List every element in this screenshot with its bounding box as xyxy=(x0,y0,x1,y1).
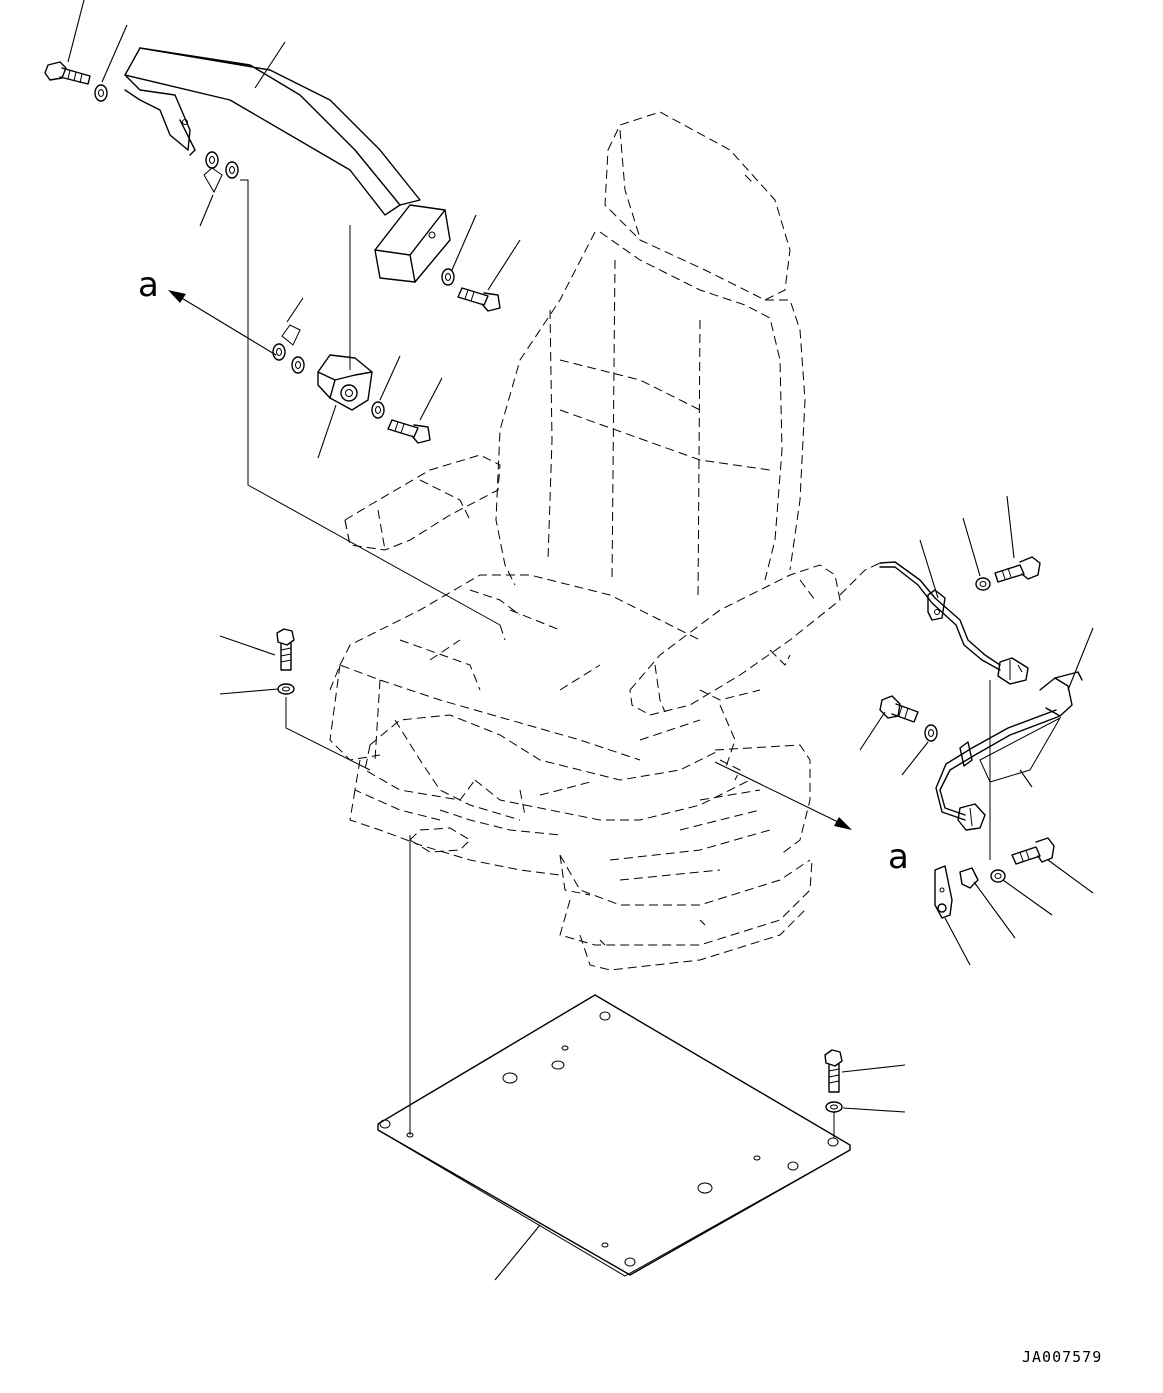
bolt xyxy=(276,628,295,671)
seat-phantom xyxy=(329,111,841,971)
harness-connector xyxy=(997,657,1029,685)
washer xyxy=(277,683,295,695)
wire-harness xyxy=(839,561,1001,671)
harness-clip xyxy=(959,867,979,889)
view-label-a-right: a xyxy=(888,837,909,877)
washer xyxy=(990,869,1006,883)
view-label-a-left: a xyxy=(138,265,159,305)
assembly-guide-line xyxy=(240,179,501,626)
bolt xyxy=(824,1049,843,1093)
floor-plate xyxy=(377,994,851,1277)
washer xyxy=(441,268,455,286)
bolt xyxy=(457,287,501,312)
assembly-guide-line xyxy=(285,697,371,771)
view-arrow-a-left xyxy=(168,290,277,356)
armrest-bar xyxy=(124,47,421,216)
washer-pair xyxy=(203,151,239,194)
switch-harness xyxy=(935,671,1083,821)
callout-leaders xyxy=(67,0,1094,1281)
drawing-code: JA007579 xyxy=(1022,1348,1102,1366)
armrest-end-block xyxy=(374,204,451,283)
bolt xyxy=(44,61,91,85)
washer xyxy=(825,1101,843,1113)
mounting-plate-small xyxy=(934,865,953,919)
washer xyxy=(371,401,385,419)
washer xyxy=(975,577,991,591)
washer-pair xyxy=(272,324,305,374)
washer xyxy=(924,724,938,742)
mounting-bracket xyxy=(317,354,373,411)
bolt xyxy=(994,556,1041,583)
washer xyxy=(94,84,108,102)
bolt xyxy=(1011,837,1055,865)
bolt xyxy=(387,419,431,444)
view-arrow-a-right xyxy=(714,761,852,830)
harness-connector xyxy=(957,803,986,831)
bolt xyxy=(879,695,919,723)
